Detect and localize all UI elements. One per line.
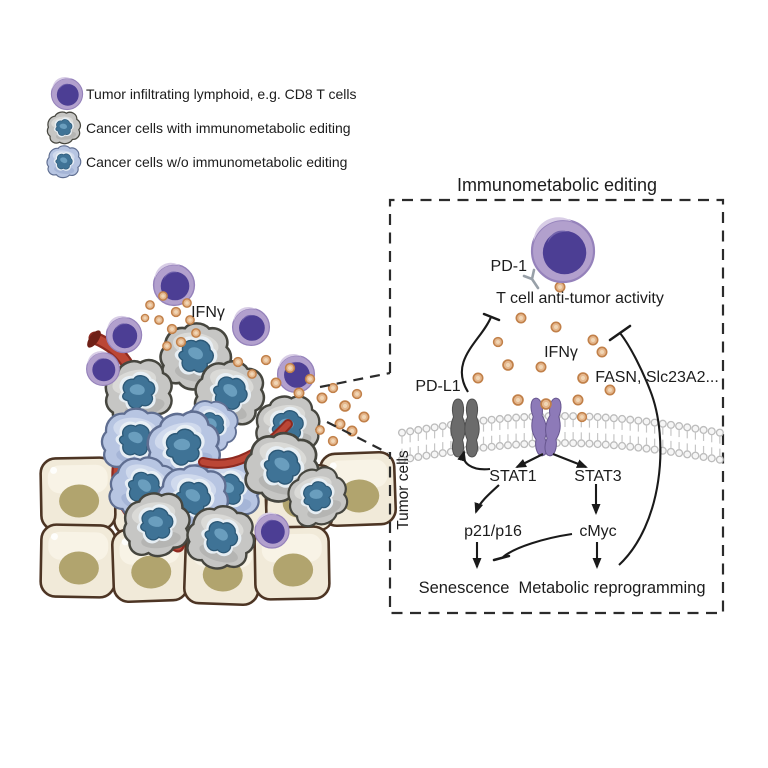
- pdl1-label: PD-L1: [415, 378, 460, 395]
- receptor-to-stat3-arrow: [552, 453, 588, 468]
- t-cell-activity-label: T cell anti-tumor activity: [496, 290, 664, 307]
- fasn-label: FASN, Slc23A2...: [595, 369, 719, 386]
- pdl1-inhibits-tcell-line: [460, 316, 492, 393]
- zoom-connector-lines: [319, 371, 391, 454]
- stat1-label: STAT1: [489, 468, 537, 485]
- pdl1-inhibits-tcell-bar: [482, 312, 501, 322]
- cancer-cell-cluster: [96, 317, 357, 579]
- ifng-receptor: [527, 396, 565, 458]
- cmyc-label: cMyc: [579, 523, 616, 540]
- legend-label-unedited: Cancer cells w/o immunometabolic editing: [86, 154, 347, 170]
- cmyc-inhibits-senescence-bar: [492, 554, 511, 562]
- stat1-to-p21-arrow: [474, 484, 500, 514]
- legend-label-edited: Cancer cells with immunometabolic editin…: [86, 120, 351, 136]
- senescence-label: Senescence: [419, 579, 510, 597]
- receptor-to-stat1-arrow: [515, 453, 544, 468]
- t-cell-icon: [50, 76, 84, 111]
- ifng-label-panel: IFNγ: [544, 344, 578, 361]
- panel-title: Immunometabolic editing: [457, 175, 657, 195]
- pd1-receptor-icon: [522, 268, 540, 290]
- metabolic-inhibits-tcell-line: [618, 332, 662, 566]
- metabolic-inhibits-tcell-bar: [608, 324, 632, 342]
- metabolic-label: Metabolic reprogramming: [518, 579, 705, 597]
- cmyc-inhibits-senescence-line: [502, 532, 573, 558]
- stat1-to-pdl1-arrow: [457, 450, 491, 471]
- stat3-label: STAT3: [574, 468, 622, 485]
- panel-t-cell: [522, 216, 596, 290]
- panel-dashed-border: [388, 198, 725, 615]
- legend-label-til: Tumor infiltrating lymphoid, e.g. CD8 T …: [86, 86, 357, 102]
- plasma-membrane: [397, 411, 724, 464]
- tumor-illustration: IFNγ: [39, 262, 398, 607]
- pathway-panel: Immunometabolic editing: [388, 175, 725, 615]
- bound-ifng-dot: [540, 398, 552, 410]
- unedited-cancer-cell-icon: [44, 143, 83, 180]
- legend: Tumor infiltrating lymphoid, e.g. CD8 T …: [44, 76, 357, 180]
- pd1-label: PD-1: [491, 258, 528, 275]
- signaling-arrows: [457, 312, 662, 569]
- edited-cancer-cell-icon: [44, 109, 84, 147]
- ifng-label-left: IFNγ: [191, 304, 225, 321]
- p21-label: p21/p16: [464, 523, 522, 540]
- tumor-cells-label: Tumor cells: [395, 450, 412, 530]
